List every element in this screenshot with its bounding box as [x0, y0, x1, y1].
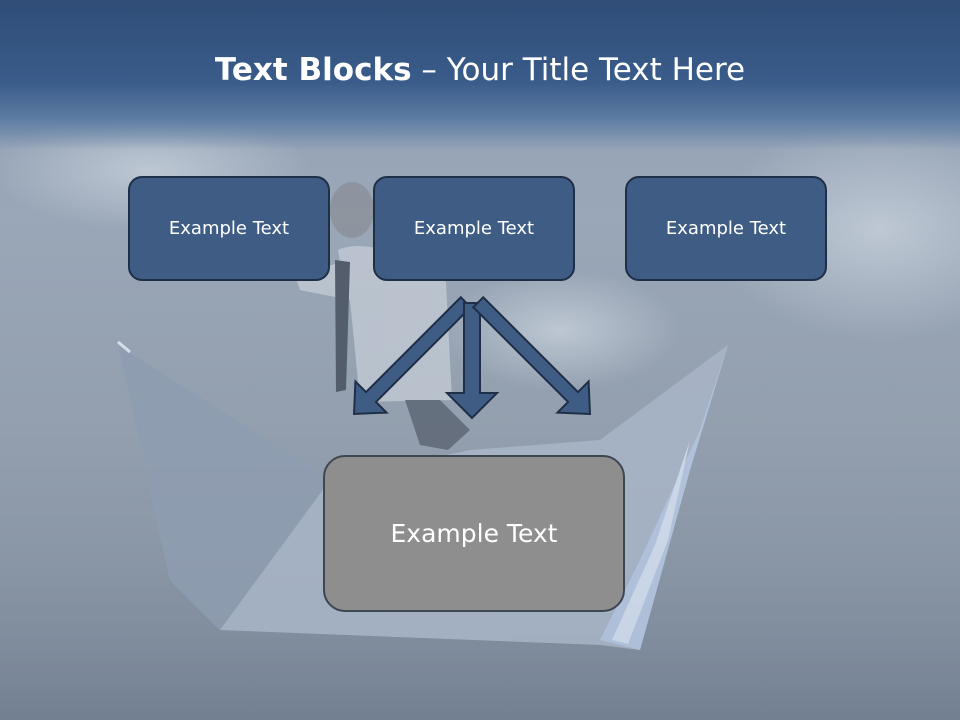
- text-block-1[interactable]: Example Text: [128, 176, 330, 281]
- title-rest-part: Your Title Text Here: [446, 52, 746, 88]
- text-block-3-label: Example Text: [665, 218, 787, 239]
- title-separator: –: [411, 52, 447, 88]
- target-text-block[interactable]: Example Text: [323, 455, 625, 612]
- text-block-1-label: Example Text: [168, 218, 290, 239]
- text-block-2[interactable]: Example Text: [373, 176, 575, 281]
- arrow-right-diagonal-icon: [471, 295, 592, 416]
- arrow-left-diagonal-icon: [352, 295, 473, 416]
- cloud-right: [710, 120, 960, 340]
- target-text-block-label: Example Text: [390, 519, 558, 548]
- arrow-down-icon: [444, 302, 500, 420]
- title-bold-part: Text Blocks: [214, 52, 412, 88]
- cloud-center: [440, 270, 680, 390]
- text-block-3[interactable]: Example Text: [625, 176, 827, 281]
- slide-title: Text Blocks – Your Title Text Here: [0, 52, 960, 88]
- title-bar: [0, 0, 960, 150]
- text-block-2-label: Example Text: [413, 218, 535, 239]
